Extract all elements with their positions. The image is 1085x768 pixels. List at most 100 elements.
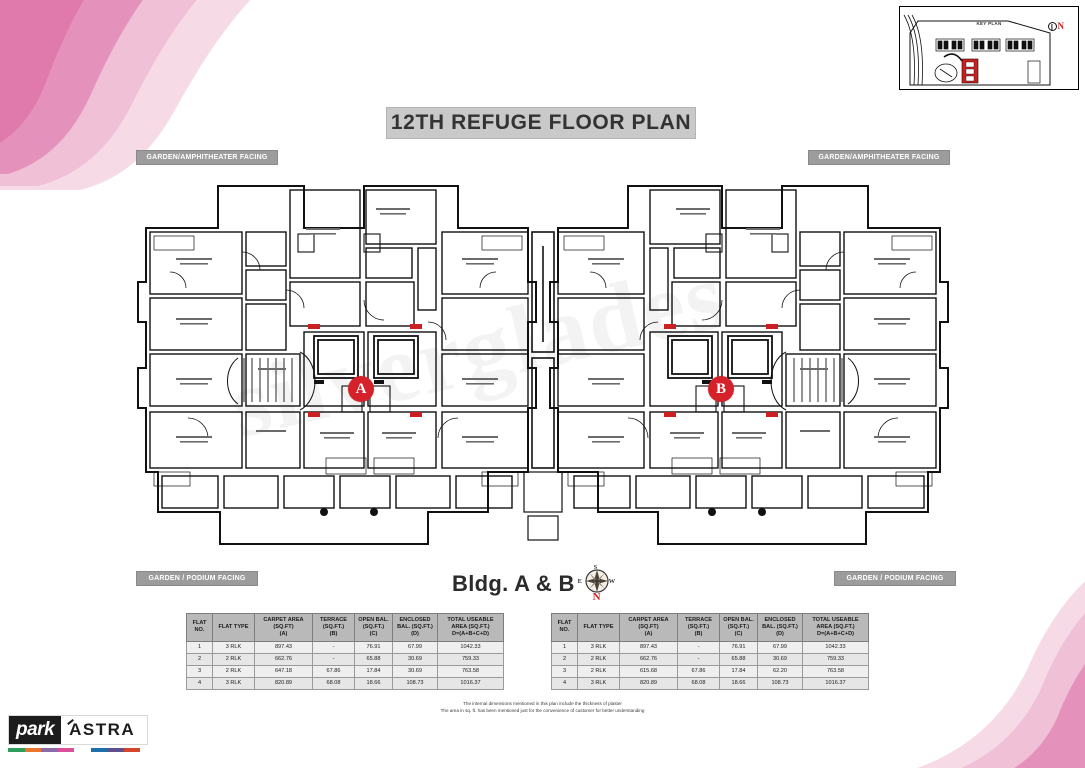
table-header-row: FLAT NO. FLAT TYPE CARPET AREA (SQ.FT) (… [551,613,869,642]
header-terrace: TERRACE (SQ.FT.) (B) [677,613,720,642]
compass-letter-south: S [593,564,598,571]
cell-flat-no: 4 [551,676,578,690]
cell-terrace: 67.86 [312,664,355,678]
cell-flat-type: 2 RLK [212,652,255,666]
table-row: 1 3 RLK 897.43 - 76.91 67.99 1042.33 [551,640,869,654]
cell-open-balcony: 18.66 [354,676,393,690]
key-plan-north-letter: N [1057,21,1065,31]
cell-carpet-area: 662.76 [619,652,678,666]
logo-bar-green [8,748,25,752]
cell-flat-type: 2 RLK [577,652,620,666]
table-row: 4 3 RLK 820.89 68.08 18.66 108.73 1016.3… [186,676,504,690]
header-flat-type: FLAT TYPE [577,613,620,642]
header-flat-type: FLAT TYPE [212,613,255,642]
cell-flat-no: 3 [551,664,578,678]
cell-open-balcony: 18.66 [719,676,758,690]
cell-terrace: - [312,652,355,666]
cell-total-area: 1016.37 [802,676,869,690]
cell-enclosed-balcony: 108.73 [757,676,803,690]
header-total-useable-area: TOTAL USEABLE AREA (SQ.FT.) D=(A+B+C+D) [437,613,504,642]
cell-total-area: 763.58 [437,664,504,678]
table-row: 3 2 RLK 615.68 67.86 17.84 62.20 763.58 [551,664,869,678]
cell-total-area: 763.58 [802,664,869,678]
cell-total-area: 1042.33 [437,640,504,654]
cell-flat-type: 3 RLK [212,640,255,654]
cell-terrace: - [677,640,720,654]
logo-bar-purple [41,748,58,752]
cell-open-balcony: 17.84 [719,664,758,678]
compass-letter-north: N [592,591,601,603]
cell-flat-type: 3 RLK [577,676,620,690]
cell-flat-no: 2 [551,652,578,666]
flat-details-table-left: FLAT NO. FLAT TYPE CARPET AREA (SQ.FT) (… [186,613,504,690]
key-plan-site-drawing [903,14,1051,86]
header-terrace: TERRACE (SQ.FT.) (B) [312,613,355,642]
brand-logo: park ASTRA [8,715,148,752]
cell-enclosed-balcony: 30.69 [392,664,438,678]
facing-label-bottom-left: GARDEN / PODIUM FACING [136,571,258,586]
footnote-line-2: The area in sq. ft. has been mentioned j… [440,708,645,714]
cell-open-balcony: 76.91 [354,640,393,654]
table-row: 1 3 RLK 897.43 - 76.91 67.99 1042.33 [186,640,504,654]
cell-flat-no: 4 [186,676,213,690]
floor-plan-drawing [128,172,958,554]
compass-letter-west: W [608,578,616,585]
cell-flat-no: 3 [186,664,213,678]
logo-park-text: park [9,716,62,744]
header-enclosed-balcony: ENCLOSED BAL. (SQ.FT.) (D) [757,613,803,642]
page-title: 12TH REFUGE FLOOR PLAN [390,111,692,134]
key-plan-label: KEY PLAN [976,21,1002,26]
cell-flat-type: 3 RLK [212,676,255,690]
logo-bar-pink [57,748,74,752]
table-row: 2 2 RLK 662.76 - 65.88 30.69 759.33 [551,652,869,666]
cell-carpet-area: 820.89 [619,676,678,690]
logo-bar-red [123,748,140,752]
logo-astra-text: ASTRA [61,716,144,744]
header-flat-no: FLAT NO. [551,613,578,642]
cell-flat-no: 2 [186,652,213,666]
cell-terrace: 68.08 [677,676,720,690]
header-carpet-area: CARPET AREA (SQ.FT) (A) [619,613,678,642]
building-caption: Bldg. A & B S N E [452,564,616,603]
cell-carpet-area: 897.43 [619,640,678,654]
footnote-line-1: The internal dimensions mentioned in thi… [463,701,622,706]
header-total-useable-area: TOTAL USEABLE AREA (SQ.FT.) D=(A+B+C+D) [802,613,869,642]
facing-label-bottom-right: GARDEN / PODIUM FACING [834,571,956,586]
building-marker-b: B [708,376,734,402]
disclaimer-footnote: The internal dimensions mentioned in thi… [0,700,1085,714]
cell-flat-no: 1 [186,640,213,654]
cell-open-balcony: 76.91 [719,640,758,654]
facing-label-top-left: GARDEN/AMPHITHEATER FACING [136,150,278,165]
cell-total-area: 1016.37 [437,676,504,690]
header-flat-no: FLAT NO. [186,613,213,642]
cell-enclosed-balcony: 108.73 [392,676,438,690]
table-row: 2 2 RLK 662.76 - 65.88 30.69 759.33 [186,652,504,666]
table-header-row: FLAT NO. FLAT TYPE CARPET AREA (SQ.FT) (… [186,613,504,642]
logo-bar-blue [90,748,107,752]
key-plan-north-indicator: N [1047,21,1065,31]
logo-bar-indigo [107,748,124,752]
header-carpet-area: CARPET AREA (SQ.FT) (A) [254,613,313,642]
facing-label-top-right: GARDEN/AMPHITHEATER FACING [808,150,950,165]
building-marker-a: A [348,376,374,402]
cell-enclosed-balcony: 30.69 [392,652,438,666]
cell-enclosed-balcony: 62.20 [757,664,803,678]
cell-terrace: - [677,652,720,666]
logo-bar-white [74,748,91,752]
cell-carpet-area: 820.89 [254,676,313,690]
header-open-balcony: OPEN BAL. (SQ.FT.) (C) [719,613,758,642]
compass-rose-icon: S N E W [578,564,616,603]
cell-carpet-area: 647.18 [254,664,313,678]
cell-carpet-area: 662.76 [254,652,313,666]
floor-plan-svg [137,185,949,545]
logo-color-bar [8,748,140,752]
cell-total-area: 1042.33 [802,640,869,654]
cell-carpet-area: 897.43 [254,640,313,654]
cell-enclosed-balcony: 30.69 [757,652,803,666]
cell-flat-no: 1 [551,640,578,654]
cell-open-balcony: 65.88 [354,652,393,666]
table-row: 3 2 RLK 647.18 67.86 17.84 30.69 763.58 [186,664,504,678]
page-title-banner: 12TH REFUGE FLOOR PLAN [386,107,696,139]
logo-bar-orange [24,748,41,752]
